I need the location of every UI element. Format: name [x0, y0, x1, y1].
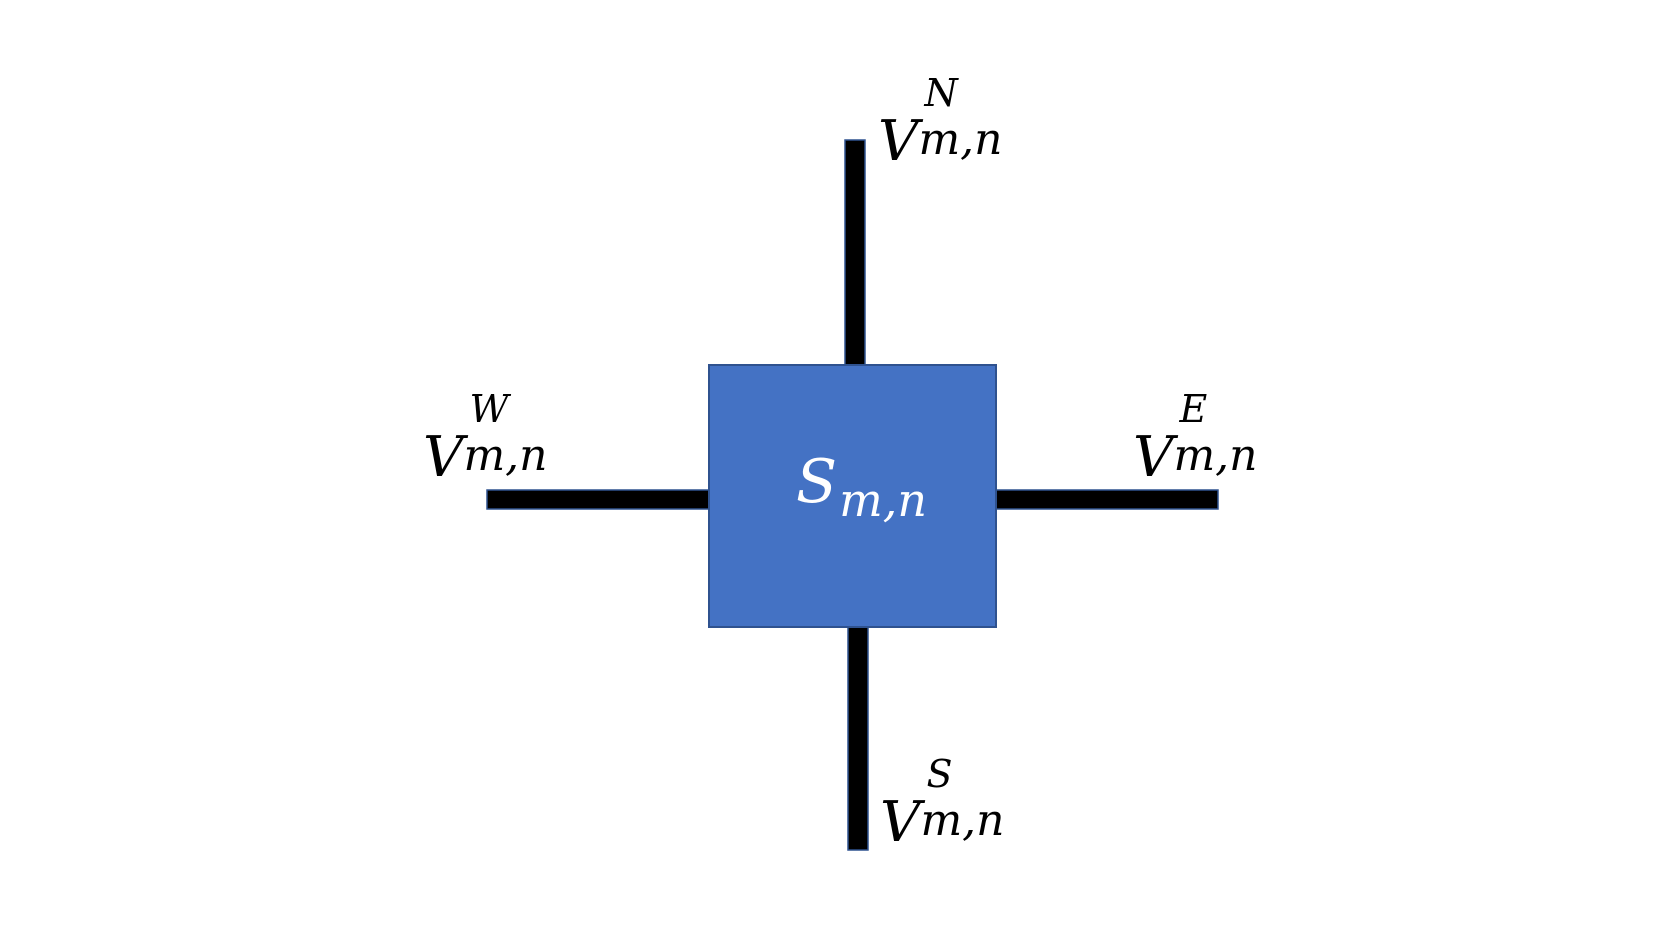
east-branch — [992, 489, 1219, 510]
west-branch — [486, 489, 710, 510]
east-label-superscript: E — [1179, 387, 1208, 431]
east-label-subscript: m,n — [1173, 430, 1258, 481]
south-label-base: V — [880, 790, 921, 855]
west-label-base: V — [423, 425, 464, 490]
east-label-base: V — [1133, 425, 1174, 490]
north-label-base: V — [878, 109, 919, 174]
west-label-superscript: W — [469, 387, 509, 431]
south-branch — [847, 626, 869, 851]
center-node-label: Sm,n — [796, 452, 927, 523]
west-label-subscript: m,n — [463, 430, 548, 481]
north-branch — [844, 139, 866, 366]
center-label-base: S — [796, 447, 838, 517]
north-label-subscript: m,n — [918, 114, 1003, 165]
north-label-superscript: N — [924, 71, 958, 115]
center-node — [708, 364, 997, 628]
south-label-subscript: m,n — [920, 795, 1005, 846]
center-label-subscript: m,n — [839, 473, 927, 527]
south-label-superscript: S — [926, 752, 953, 796]
